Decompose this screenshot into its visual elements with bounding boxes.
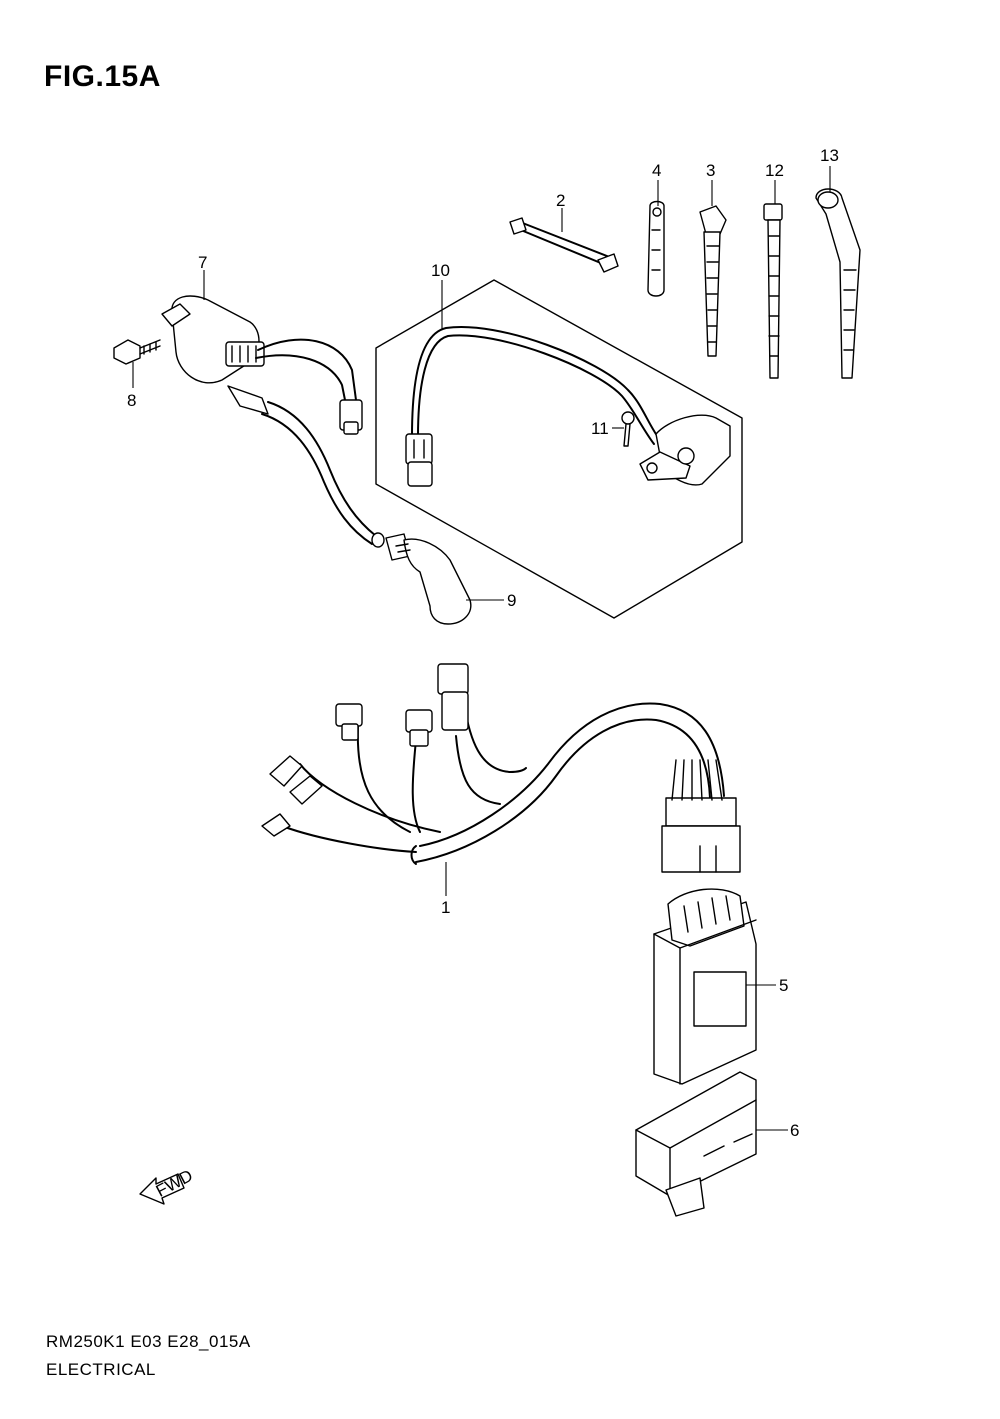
callout-2: 2 — [556, 191, 565, 210]
callout-11: 11 — [591, 419, 609, 438]
callout-5: 5 — [779, 976, 788, 995]
callout-8: 8 — [127, 391, 136, 410]
callout-6: 6 — [790, 1121, 799, 1140]
callout-7: 7 — [198, 253, 207, 272]
fwd-label: FWD — [153, 1166, 196, 1201]
clamp-tie — [699, 205, 727, 357]
lead-wire-assembly — [405, 326, 731, 487]
callout-4: 4 — [652, 161, 661, 180]
bolt — [113, 339, 161, 365]
callout-3: 3 — [706, 161, 715, 180]
section-name: ELECTRICAL — [46, 1360, 156, 1379]
callout-12: 12 — [765, 161, 784, 180]
wiring-harness — [261, 663, 741, 873]
band — [647, 200, 665, 297]
band-long — [763, 203, 783, 379]
callout-9: 9 — [507, 591, 516, 610]
model-code: RM250K1 E03 E28_015A — [46, 1332, 251, 1351]
clamp — [815, 188, 861, 379]
spark-plug-cap — [385, 533, 472, 625]
callout-13: 13 — [820, 146, 839, 165]
screw — [621, 411, 635, 447]
cdi-case — [635, 1071, 757, 1217]
figure-title: FIG.15A — [44, 60, 161, 93]
clamp-stay — [509, 217, 619, 273]
cdi-unit — [653, 888, 757, 1085]
callout-10: 10 — [431, 261, 450, 280]
forward-direction-arrow: FWD — [139, 1166, 196, 1205]
group-box-10 — [375, 279, 743, 619]
callout-1: 1 — [441, 898, 450, 917]
ignition-coil — [161, 295, 385, 548]
